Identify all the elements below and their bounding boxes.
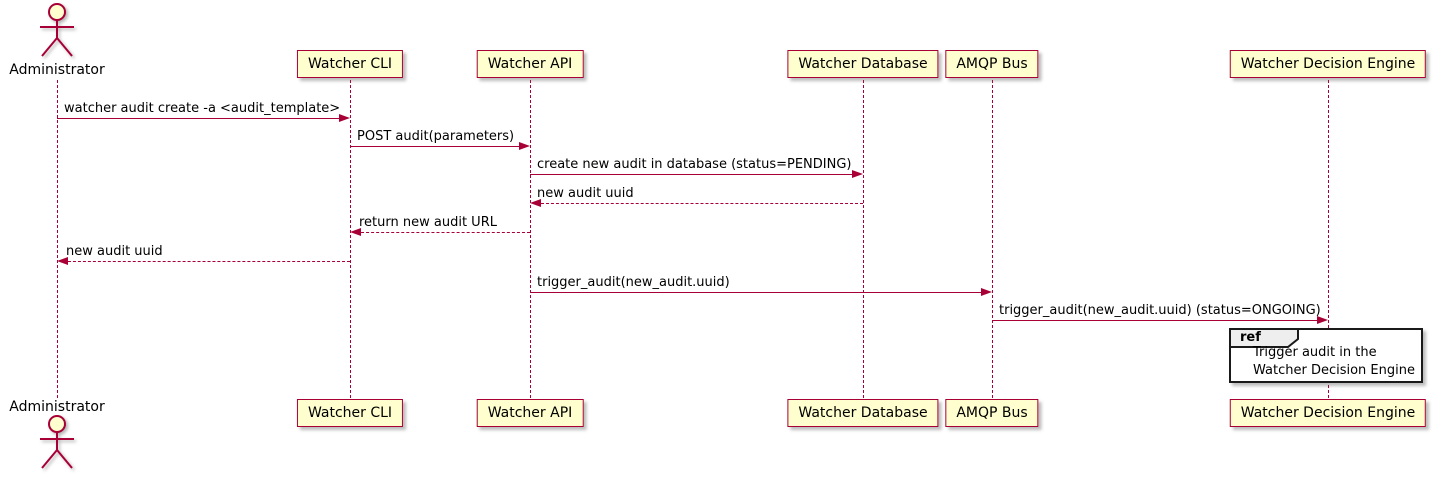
ref-fragment: ref Trigger audit in the Watcher Decisio…	[1229, 328, 1423, 383]
lifeline-watcher-api	[530, 80, 531, 398]
message-1-arrowhead-icon	[339, 114, 350, 122]
message-3-label: create new audit in database (status=PEN…	[537, 157, 852, 172]
message-7-arrowhead-icon	[981, 288, 992, 296]
message-5-arrowhead-icon	[350, 228, 361, 236]
participant-amqp-bus-top: AMQP Bus	[945, 50, 1039, 78]
message-3-arrowhead-icon	[852, 170, 863, 178]
message-2-arrowhead-icon	[519, 142, 530, 150]
message-3-line	[530, 174, 857, 175]
participant-watcher-cli-top: Watcher CLI	[296, 50, 404, 78]
participant-watcher-api-top: Watcher API	[476, 50, 584, 78]
lifeline-administrator	[57, 80, 58, 398]
participant-watcher-api-bottom: Watcher API	[476, 399, 584, 427]
ref-body-line-2: Watcher Decision Engine	[1253, 363, 1415, 378]
message-8-label: trigger_audit(new_audit.uuid) (status=ON…	[999, 303, 1321, 318]
message-2-label: POST audit(parameters)	[357, 129, 515, 144]
message-6-line	[63, 261, 350, 262]
lifeline-amqp-bus	[992, 80, 993, 398]
participant-watcher-database-bottom: Watcher Database	[787, 399, 939, 427]
actor-administrator-icon	[40, 3, 74, 57]
actor-administrator-icon-bottom	[40, 415, 74, 469]
participant-watcher-decision-engine-top: Watcher Decision Engine	[1229, 50, 1427, 78]
message-6-arrowhead-icon	[57, 257, 68, 265]
message-8-line	[992, 320, 1322, 321]
participant-watcher-decision-engine-bottom: Watcher Decision Engine	[1229, 399, 1427, 427]
participant-watcher-cli-bottom: Watcher CLI	[296, 399, 404, 427]
participant-watcher-database-top: Watcher Database	[787, 50, 939, 78]
message-5-line	[356, 232, 530, 233]
message-4-label: new audit uuid	[537, 186, 634, 201]
message-1-line	[57, 118, 344, 119]
ref-keyword: ref	[1240, 330, 1261, 345]
ref-body: Trigger audit in the Watcher Decision En…	[1253, 344, 1415, 380]
message-6-label: new audit uuid	[66, 244, 163, 259]
message-7-label: trigger_audit(new_audit.uuid)	[537, 275, 730, 290]
ref-body-line-1: Trigger audit in the	[1253, 345, 1377, 360]
actor-administrator-label-top: Administrator	[9, 62, 105, 78]
lifeline-watcher-database	[863, 80, 864, 398]
ref-header-pentagon-icon	[1229, 328, 1299, 348]
message-1-label: watcher audit create -a <audit_template>	[64, 101, 341, 116]
message-4-arrowhead-icon	[530, 199, 541, 207]
message-7-line	[530, 292, 986, 293]
lifeline-watcher-decision-engine	[1328, 80, 1329, 398]
lifeline-watcher-cli	[350, 80, 351, 398]
message-4-line	[536, 203, 863, 204]
participant-amqp-bus-bottom: AMQP Bus	[945, 399, 1039, 427]
actor-administrator-label-bottom: Administrator	[9, 399, 105, 415]
message-5-label: return new audit URL	[359, 215, 497, 230]
message-8-arrowhead-icon	[1317, 316, 1328, 324]
message-2-line	[350, 146, 524, 147]
